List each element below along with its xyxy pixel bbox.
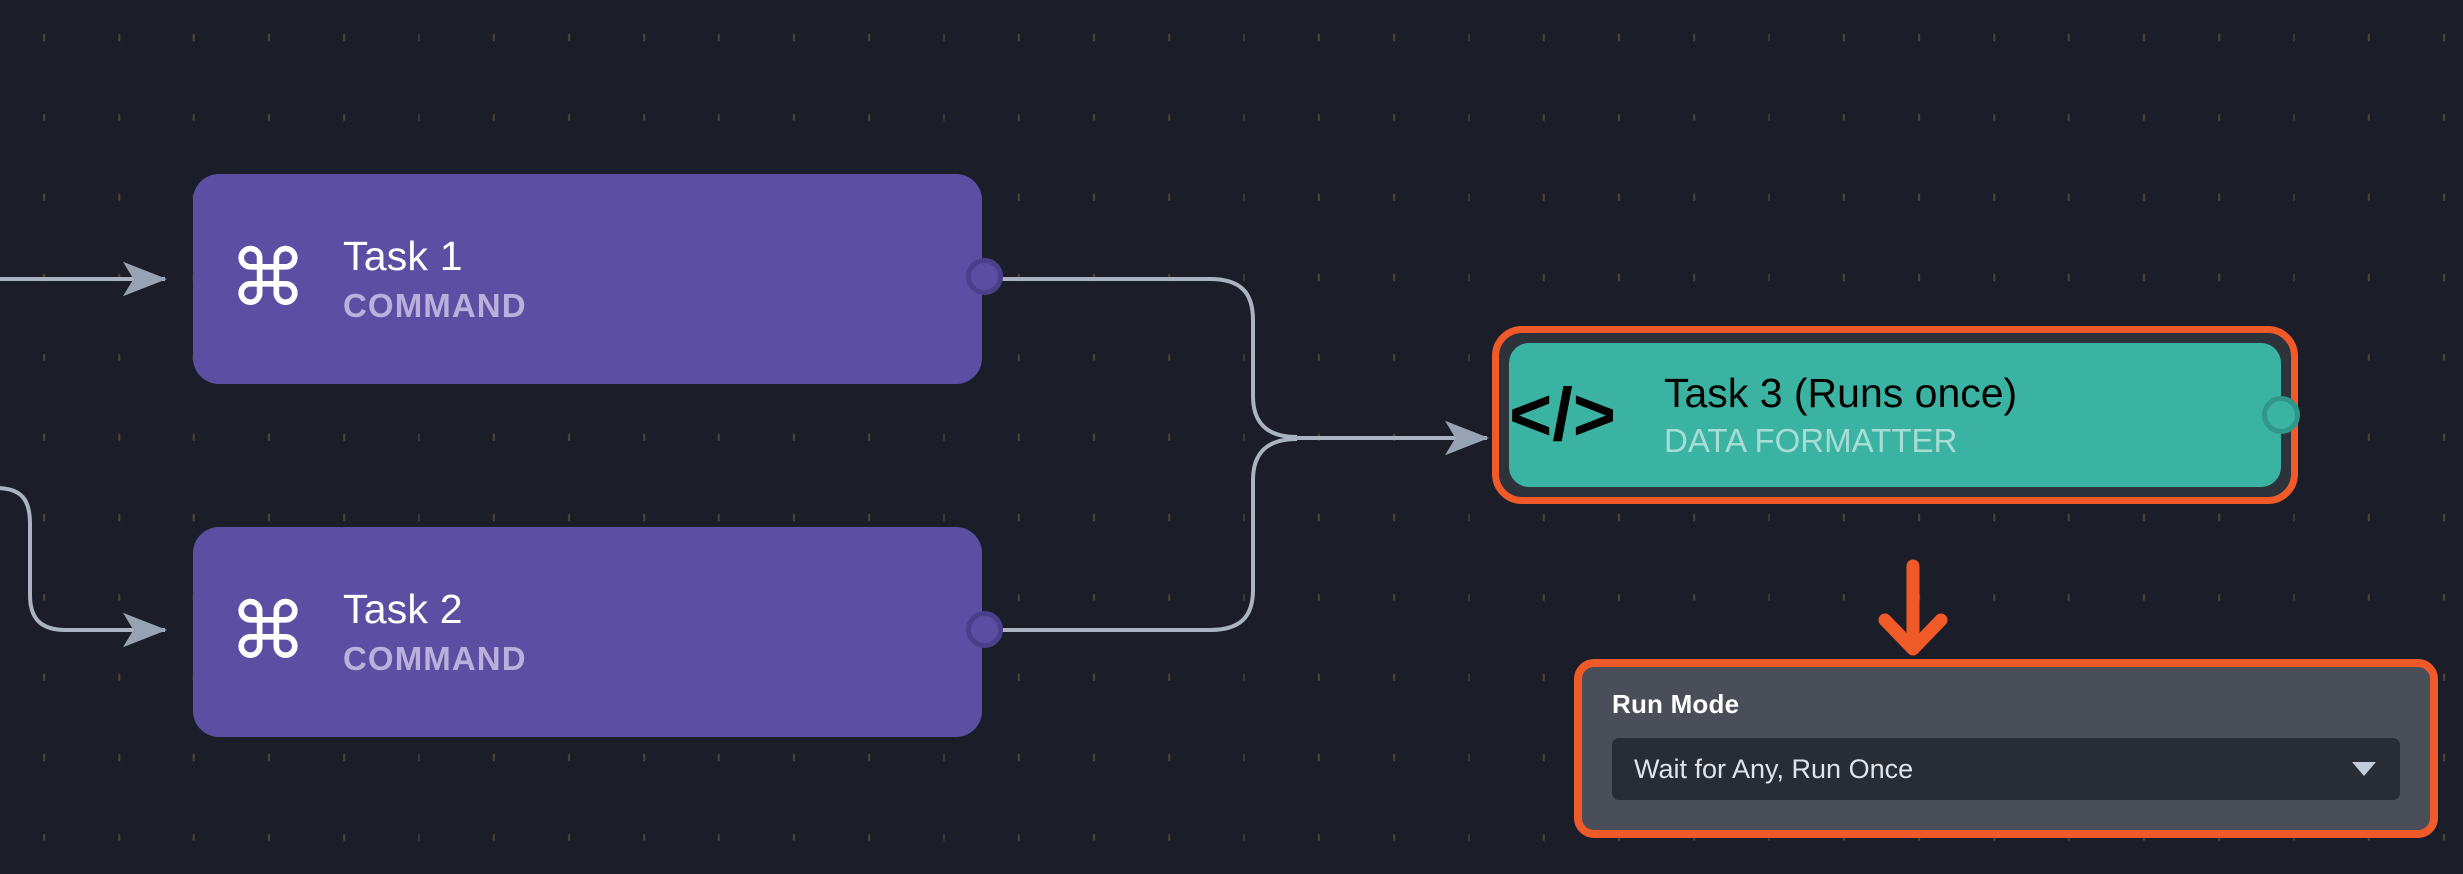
chevron-down-icon[interactable]	[2352, 762, 2376, 776]
node-title: Task 1	[343, 233, 463, 279]
node-subtitle: DATA FORMATTER	[1664, 422, 1958, 459]
node-task-3[interactable]: </> Task 3 (Runs once) DATA FORMATTER	[1509, 343, 2300, 487]
command-icon: ⌘	[229, 587, 307, 677]
node-subtitle: COMMAND	[343, 287, 527, 324]
node-task-1[interactable]: ⌘ Task 1 COMMAND	[193, 174, 1003, 384]
output-port-task-3[interactable]	[2262, 396, 2300, 434]
node-labels: Task 2 COMMAND	[343, 586, 527, 678]
edge-incoming-task-2	[0, 486, 167, 648]
node-task-2[interactable]: ⌘ Task 2 COMMAND	[193, 527, 1003, 737]
node-task-3-highlight: </> Task 3 (Runs once) DATA FORMATTER	[1492, 326, 2300, 504]
node-title: Task 3 (Runs once)	[1664, 370, 2018, 416]
node-labels: Task 1 COMMAND	[343, 233, 527, 325]
edge-task-2-to-task-3	[1000, 437, 1298, 632]
output-port-task-1[interactable]	[966, 258, 1003, 295]
run-mode-select[interactable]: Wait for Any, Run Once	[1612, 738, 2400, 800]
code-brackets-icon: </>	[1509, 373, 1616, 456]
run-mode-value: Wait for Any, Run Once	[1634, 753, 1914, 784]
run-mode-label: Run Mode	[1612, 689, 1740, 719]
output-port-task-2[interactable]	[966, 611, 1003, 648]
node-subtitle: COMMAND	[343, 640, 527, 677]
node-title: Task 2	[343, 586, 463, 632]
node-labels: Task 3 (Runs once) DATA FORMATTER	[1664, 370, 2017, 460]
run-mode-panel: Run Mode Wait for Any, Run Once	[1574, 659, 2438, 838]
command-icon: ⌘	[229, 234, 307, 324]
edge-task-1-to-task-3	[1000, 277, 1298, 439]
highlight-arrow-head	[1878, 613, 1948, 656]
